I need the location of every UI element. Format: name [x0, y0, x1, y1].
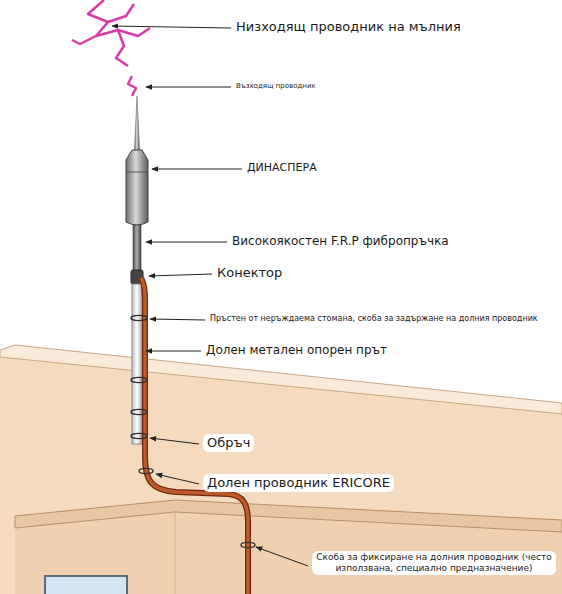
part-label: Възходящ проводник [236, 82, 316, 90]
building [0, 345, 562, 594]
part-label: Пръстен от неръждаема стомана, скоба за … [210, 314, 538, 324]
part-label: Високоякостен F.R.P фибропръчка [232, 234, 449, 248]
part-label: Обръч [203, 434, 254, 452]
frp-rod [133, 225, 141, 273]
dynasphere [126, 150, 148, 225]
lightning-bolt [72, 0, 150, 96]
part-label: Долен метален опорен прът [206, 343, 387, 357]
part-label: Низходящ проводник на мълния [236, 19, 461, 35]
lower-support-rod [132, 284, 142, 444]
air-terminal-tip [135, 96, 140, 150]
callout-note: Скоба за фиксиране на долния проводник (… [312, 551, 556, 575]
part-label: ДИНАСПЕРА [247, 161, 317, 174]
part-label: Долен проводник ERICORE [203, 474, 394, 492]
part-label: Конектор [217, 265, 282, 281]
